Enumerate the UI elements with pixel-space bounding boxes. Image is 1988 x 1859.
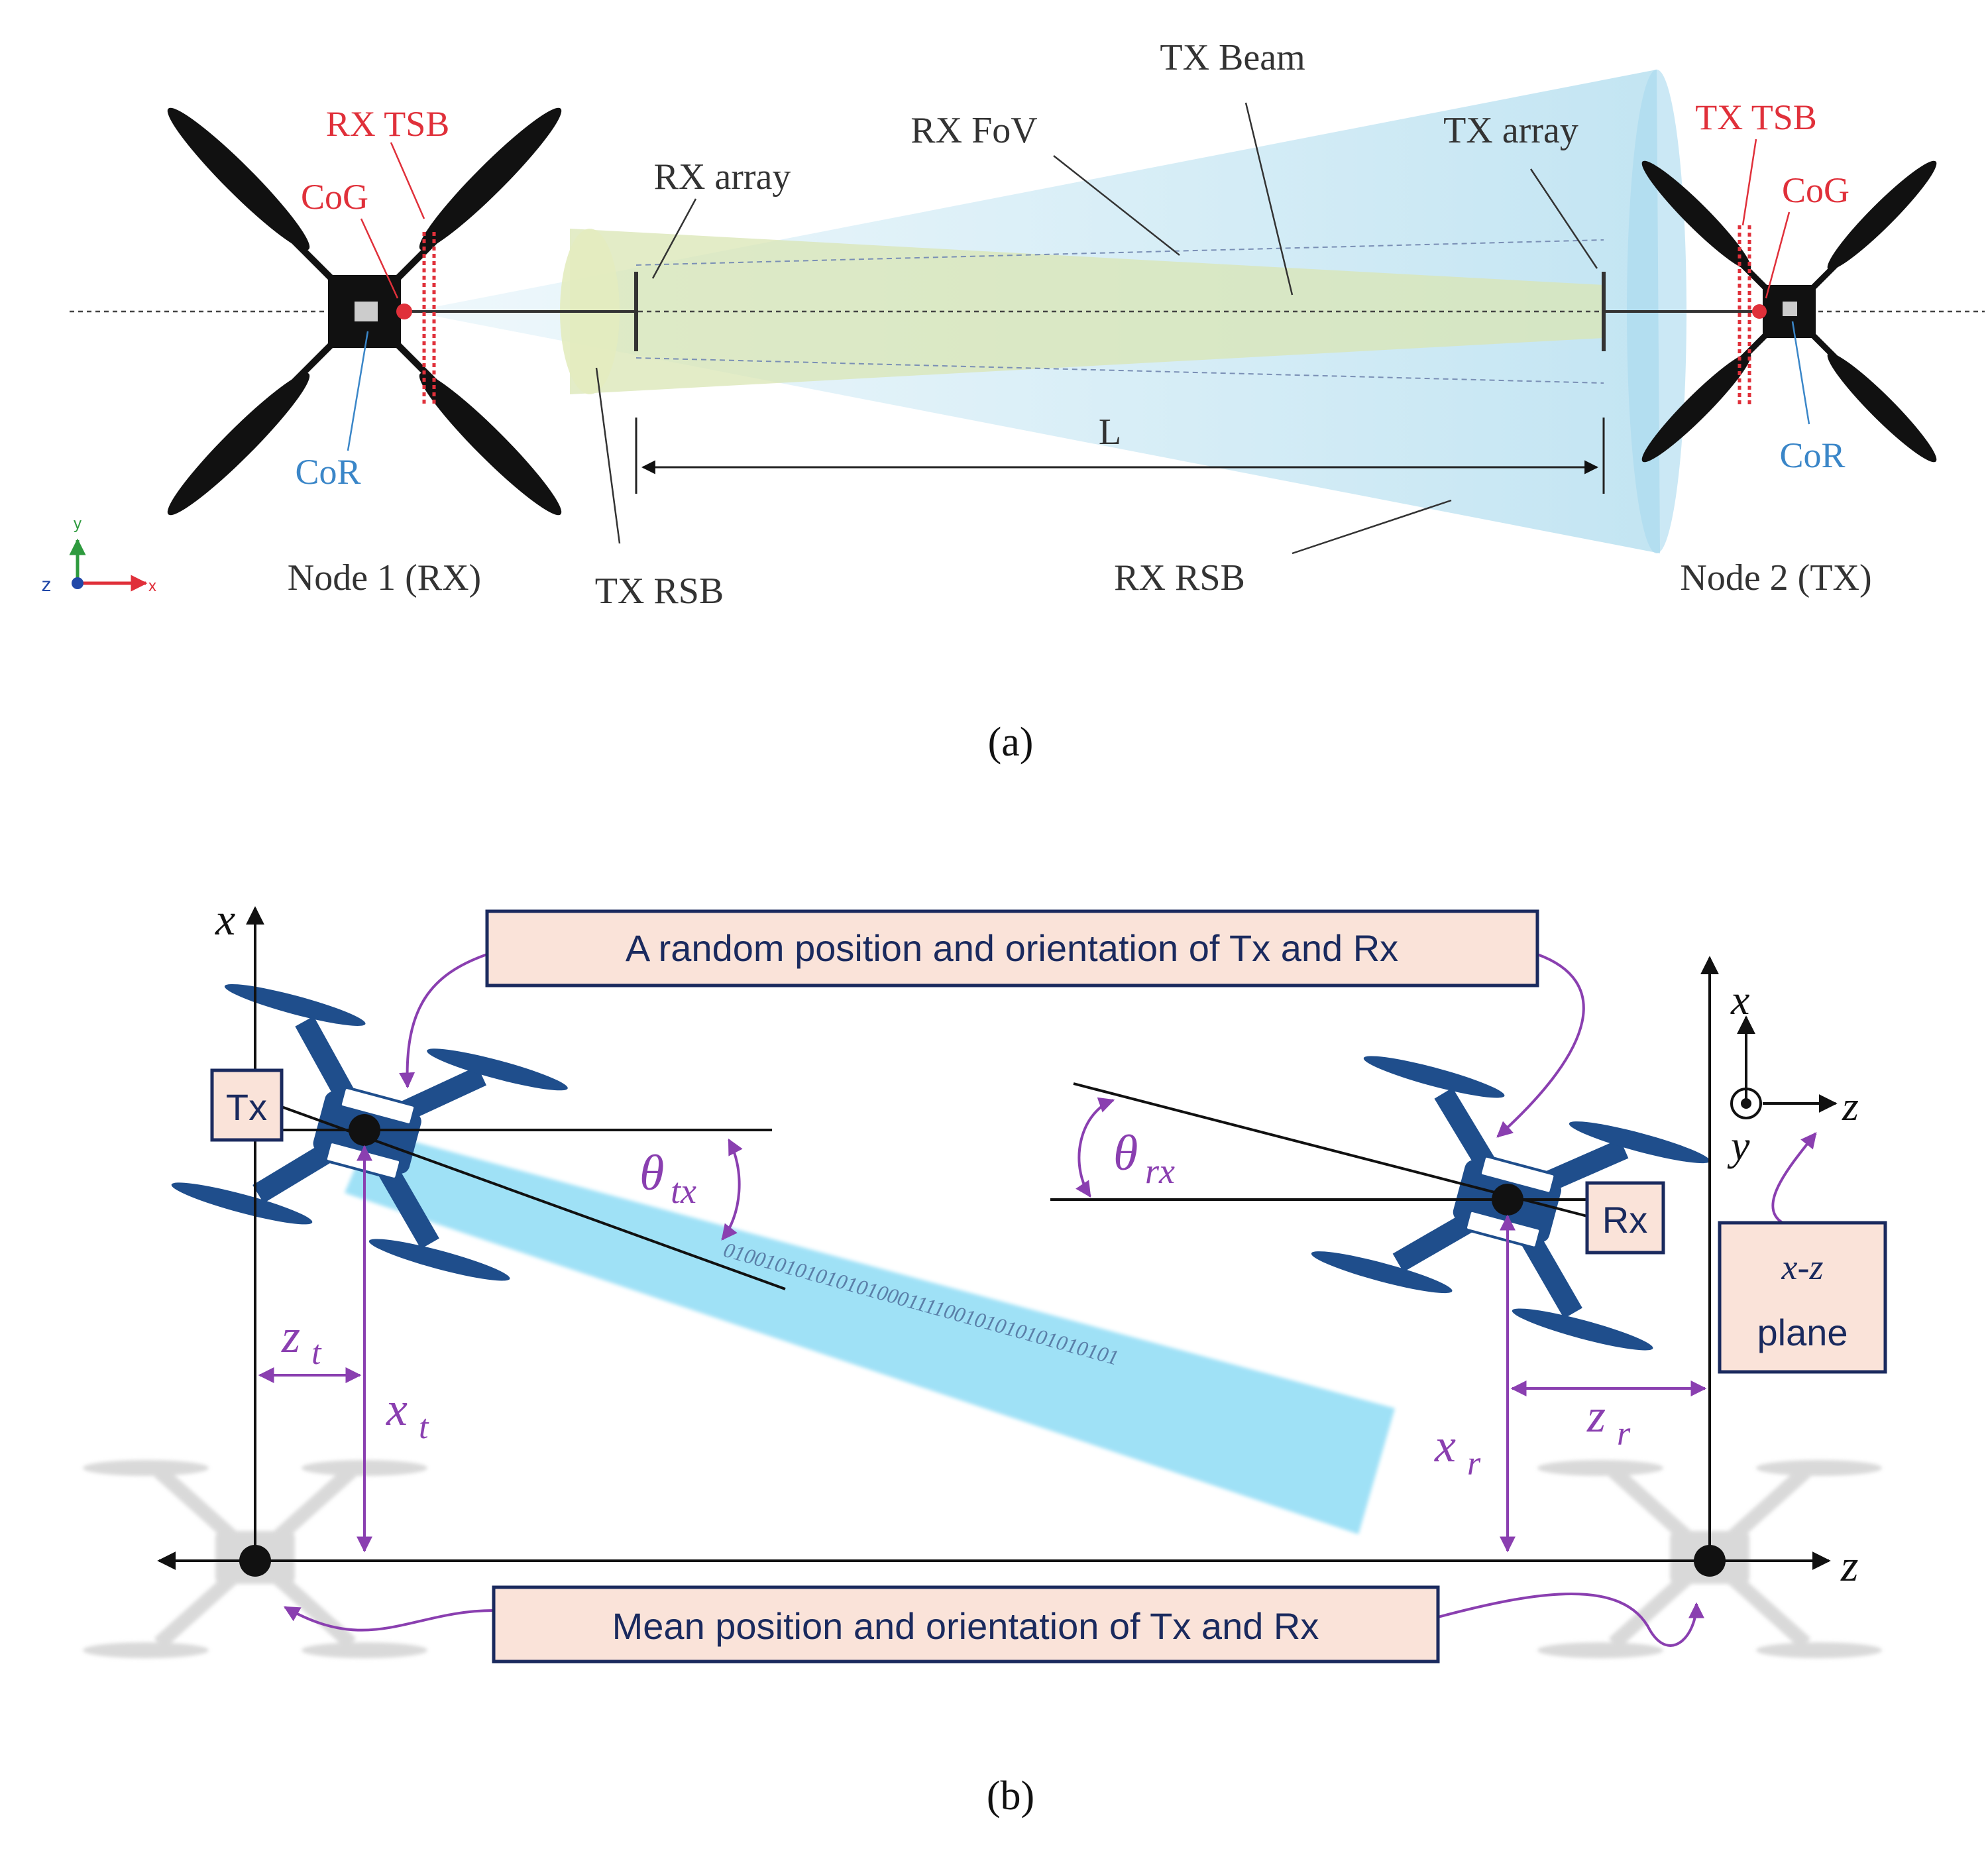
label-theta-tx-sub: tx — [671, 1171, 696, 1211]
label-theta-rx-sub: rx — [1145, 1151, 1175, 1191]
caption-b: (b) — [987, 1774, 1034, 1819]
label-zr-sub: r — [1617, 1415, 1631, 1453]
panel-a: TX Beam RX FoV RX array TX array RX TSB … — [42, 37, 1985, 765]
leader-rx-fov — [1053, 155, 1180, 256]
callout-random-tx — [399, 953, 488, 1089]
label-length: L — [1099, 412, 1121, 453]
axis-triad-z — [72, 577, 83, 589]
label-xr: x — [1434, 1419, 1456, 1472]
leader-cog-left — [360, 218, 399, 299]
box-tx — [210, 1068, 284, 1142]
leader-tx-tsb — [1741, 139, 1757, 226]
fov-upper-dashed — [635, 239, 1604, 266]
label-tx-beam: TX Beam — [1160, 37, 1305, 78]
theta-tx-arc — [721, 1138, 743, 1241]
label-tx-rsb: TX RSB — [595, 571, 724, 612]
box-tx-text: Tx — [226, 1086, 267, 1128]
leader-rx-tsb — [390, 142, 425, 219]
ghost-drone-rx — [1537, 1460, 1882, 1658]
label-tx-tsb: TX TSB — [1695, 97, 1817, 137]
box-rx — [1585, 1181, 1665, 1255]
leader-rx-array — [651, 198, 697, 279]
label-zr: z — [1586, 1389, 1606, 1442]
label-rx-tsb: RX TSB — [326, 104, 450, 144]
callout-mean-rx — [1437, 1593, 1704, 1647]
mean-rx-point — [1694, 1545, 1726, 1577]
label-rx-fov: RX FoV — [911, 110, 1037, 151]
label-node1: Node 1 (RX) — [288, 557, 481, 598]
label-cog-right: CoG — [1782, 170, 1850, 210]
axis-triad-z-label: z — [42, 574, 52, 596]
box-random-text: A random position and orientation of Tx … — [626, 927, 1398, 969]
leader-rx-rsb — [1292, 499, 1452, 555]
label-xt: x — [386, 1382, 408, 1436]
callout-random-rx — [1496, 953, 1585, 1138]
box-mean-position — [492, 1585, 1440, 1663]
triad-y-dot — [1741, 1098, 1751, 1109]
label-axis-y-right: y — [1727, 1122, 1750, 1169]
leader-tx-beam — [1244, 102, 1294, 296]
label-axis-z-right: z — [1842, 1082, 1859, 1129]
leader-tx-rsb — [595, 367, 621, 544]
box-plane-line2: plane — [1757, 1312, 1848, 1353]
node2-drone — [1641, 160, 1937, 463]
rx-drone — [1311, 1056, 1710, 1351]
box-plane-line1: x-z — [1781, 1247, 1824, 1287]
label-theta-tx: θ — [639, 1145, 664, 1201]
label-axis-x-left: x — [215, 894, 235, 944]
label-node2: Node 2 (TX) — [1680, 557, 1871, 598]
caption-a: (a) — [988, 720, 1034, 765]
leader-cor-left — [347, 331, 369, 451]
leader-tx-array — [1529, 168, 1598, 269]
label-rx-array: RX array — [654, 156, 791, 197]
label-zt-sub: t — [311, 1334, 322, 1372]
leader-cog-right — [1765, 211, 1791, 299]
label-cor-right: CoR — [1779, 435, 1845, 475]
label-xt-sub: t — [419, 1408, 429, 1446]
label-cor-left: CoR — [295, 452, 360, 492]
label-theta-rx: θ — [1113, 1125, 1138, 1181]
label-zt: z — [281, 1310, 300, 1363]
triad-y-circle — [1730, 1088, 1762, 1119]
node1-drone — [167, 107, 562, 516]
leader-cor-right — [1791, 321, 1810, 425]
axis-triad-y-label: y — [74, 515, 82, 533]
rx-position-point — [1492, 1184, 1523, 1215]
label-xr-sub: r — [1467, 1445, 1481, 1483]
label-tx-array: TX array — [1443, 110, 1578, 151]
label-cog-left: CoG — [301, 177, 368, 217]
callout-plane — [1771, 1132, 1817, 1224]
axis-triad-x-label: x — [148, 577, 156, 595]
box-random-position — [485, 909, 1539, 987]
box-rx-text: Rx — [1602, 1199, 1647, 1241]
panel-b: 010010101010101000111100101010101010101 — [83, 894, 1887, 1819]
mean-tx-point — [239, 1545, 271, 1577]
callout-mean-tx — [283, 1606, 494, 1632]
box-plane — [1718, 1221, 1887, 1374]
label-axis-x-right: x — [1730, 976, 1749, 1023]
tx-data-beam — [345, 1130, 1395, 1534]
label-rx-rsb: RX RSB — [1114, 557, 1245, 598]
fov-lower-dashed — [635, 357, 1604, 384]
theta-rx-arc — [1076, 1097, 1115, 1198]
label-axis-z-bottom: z — [1840, 1540, 1858, 1591]
box-mean-text: Mean position and orientation of Tx and … — [612, 1605, 1319, 1647]
tx-position-point — [349, 1114, 380, 1146]
